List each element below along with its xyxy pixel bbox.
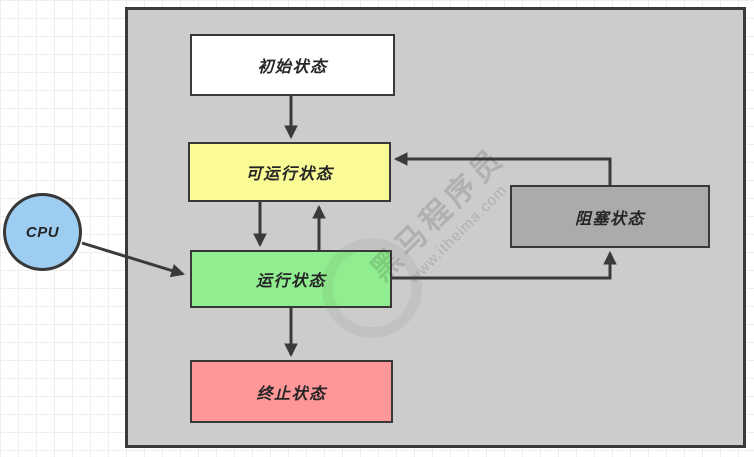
state-node-running: 运行状态 — [190, 250, 392, 308]
cpu-node: CPU — [3, 193, 82, 271]
state-node-runnable-label: 可运行状态 — [245, 166, 334, 183]
state-node-runnable: 可运行状态 — [188, 142, 391, 202]
state-node-running-label: 运行状态 — [255, 273, 326, 290]
cpu-node-label: CPU — [25, 223, 60, 241]
state-node-blocked-label: 阻塞状态 — [574, 210, 645, 228]
state-node-terminated-label: 终止状态 — [256, 385, 327, 403]
state-node-initial-label: 初始状态 — [257, 59, 328, 76]
state-node-blocked: 阻塞状态 — [510, 185, 710, 248]
state-node-terminated: 终止状态 — [190, 360, 393, 423]
state-node-initial: 初始状态 — [190, 34, 395, 96]
